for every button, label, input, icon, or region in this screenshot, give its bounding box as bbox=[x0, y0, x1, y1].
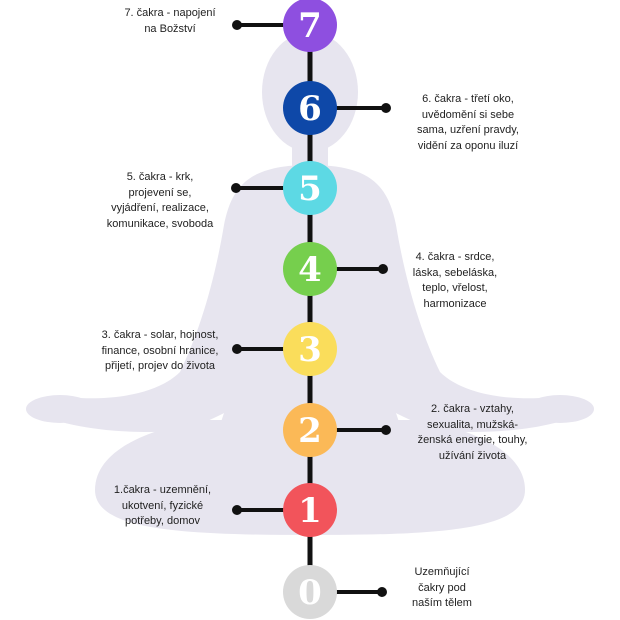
chakra-number-5: 5 bbox=[298, 169, 322, 209]
chakra-label-5: 5. čakra - krk, projevení se, vyjádření,… bbox=[106, 171, 214, 230]
chakra-number-6: 6 bbox=[298, 89, 322, 129]
connector-dot bbox=[377, 587, 387, 597]
chakra-label-7: 7. čakra - napojení na Božství bbox=[124, 7, 216, 35]
chakra-circle-3 bbox=[283, 322, 337, 376]
chakra-number-2: 2 bbox=[298, 411, 322, 451]
connector-dot bbox=[232, 20, 242, 30]
connector-dot bbox=[381, 425, 391, 435]
chakra-label-6: 6. čakra - třetí oko, uvědomění si sebe … bbox=[417, 93, 519, 152]
connector-dot bbox=[378, 264, 388, 274]
chakra-circle-0 bbox=[283, 565, 337, 619]
chakra-circle-2 bbox=[283, 403, 337, 457]
chakra-circle-5 bbox=[283, 161, 337, 215]
chakra-group: 7 6 5 4 3 2 1 0 bbox=[231, 0, 391, 619]
chakra-circle-1 bbox=[283, 483, 337, 537]
chakra-number-0: 0 bbox=[298, 573, 322, 613]
chakra-number-3: 3 bbox=[298, 330, 322, 370]
chakra-label-2: 2. čakra - vztahy, sexualita, mužská- že… bbox=[417, 403, 528, 462]
chakra-number-1: 1 bbox=[298, 491, 322, 531]
connector-dot bbox=[231, 183, 241, 193]
connector-dot bbox=[232, 344, 242, 354]
chakra-number-7: 7 bbox=[298, 6, 322, 46]
chakra-label-3: 3. čakra - solar, hojnost, finance, osob… bbox=[101, 329, 219, 372]
chakra-label-4: 4. čakra - srdce, láska, sebeláska, tepl… bbox=[412, 251, 498, 310]
chakra-circle-6 bbox=[283, 81, 337, 135]
chakra-label-1: 1.čakra - uzemnění, ukotvení, fyzické po… bbox=[113, 484, 212, 527]
chakra-label-0: Uzemňující čakry pod naším tělem bbox=[412, 566, 472, 609]
chakra-circle-7 bbox=[283, 0, 337, 52]
connector-dot bbox=[232, 505, 242, 515]
chakra-circle-4 bbox=[283, 242, 337, 296]
chakra-number-4: 4 bbox=[298, 250, 322, 290]
connector-dot bbox=[381, 103, 391, 113]
